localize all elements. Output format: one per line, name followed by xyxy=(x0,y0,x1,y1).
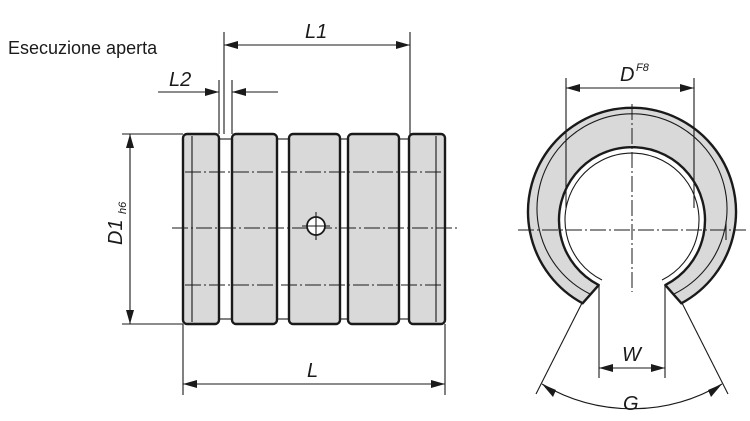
bushing-segment xyxy=(407,132,447,326)
dimension-d1: D1 h6 xyxy=(105,133,183,325)
open-ring xyxy=(526,106,738,305)
label-l1: L1 xyxy=(305,21,327,43)
dimension-g: G xyxy=(535,302,729,415)
label-d1: D1 xyxy=(105,219,127,245)
label-g: G xyxy=(623,393,639,415)
bushing-segment xyxy=(181,132,221,326)
view-caption: Esecuzione aperta xyxy=(8,38,158,58)
bushing-segment xyxy=(346,132,401,326)
label-d: D xyxy=(620,64,634,86)
dimension-l1: L1 xyxy=(223,21,411,134)
end-view: D F8 W G xyxy=(518,62,746,415)
bushing-segment xyxy=(230,132,279,326)
label-w: W xyxy=(622,344,643,366)
side-view: L1 L2 D1 h6 xyxy=(105,21,458,395)
label-l: L xyxy=(307,360,318,382)
label-d1-tolerance: h6 xyxy=(117,201,129,214)
dimension-w: W xyxy=(598,286,666,378)
label-d-tolerance: F8 xyxy=(636,62,650,74)
label-l2: L2 xyxy=(169,69,191,91)
dimension-l2: L2 xyxy=(158,69,278,134)
dimension-d: D F8 xyxy=(565,62,695,208)
dimension-l: L xyxy=(182,324,446,395)
